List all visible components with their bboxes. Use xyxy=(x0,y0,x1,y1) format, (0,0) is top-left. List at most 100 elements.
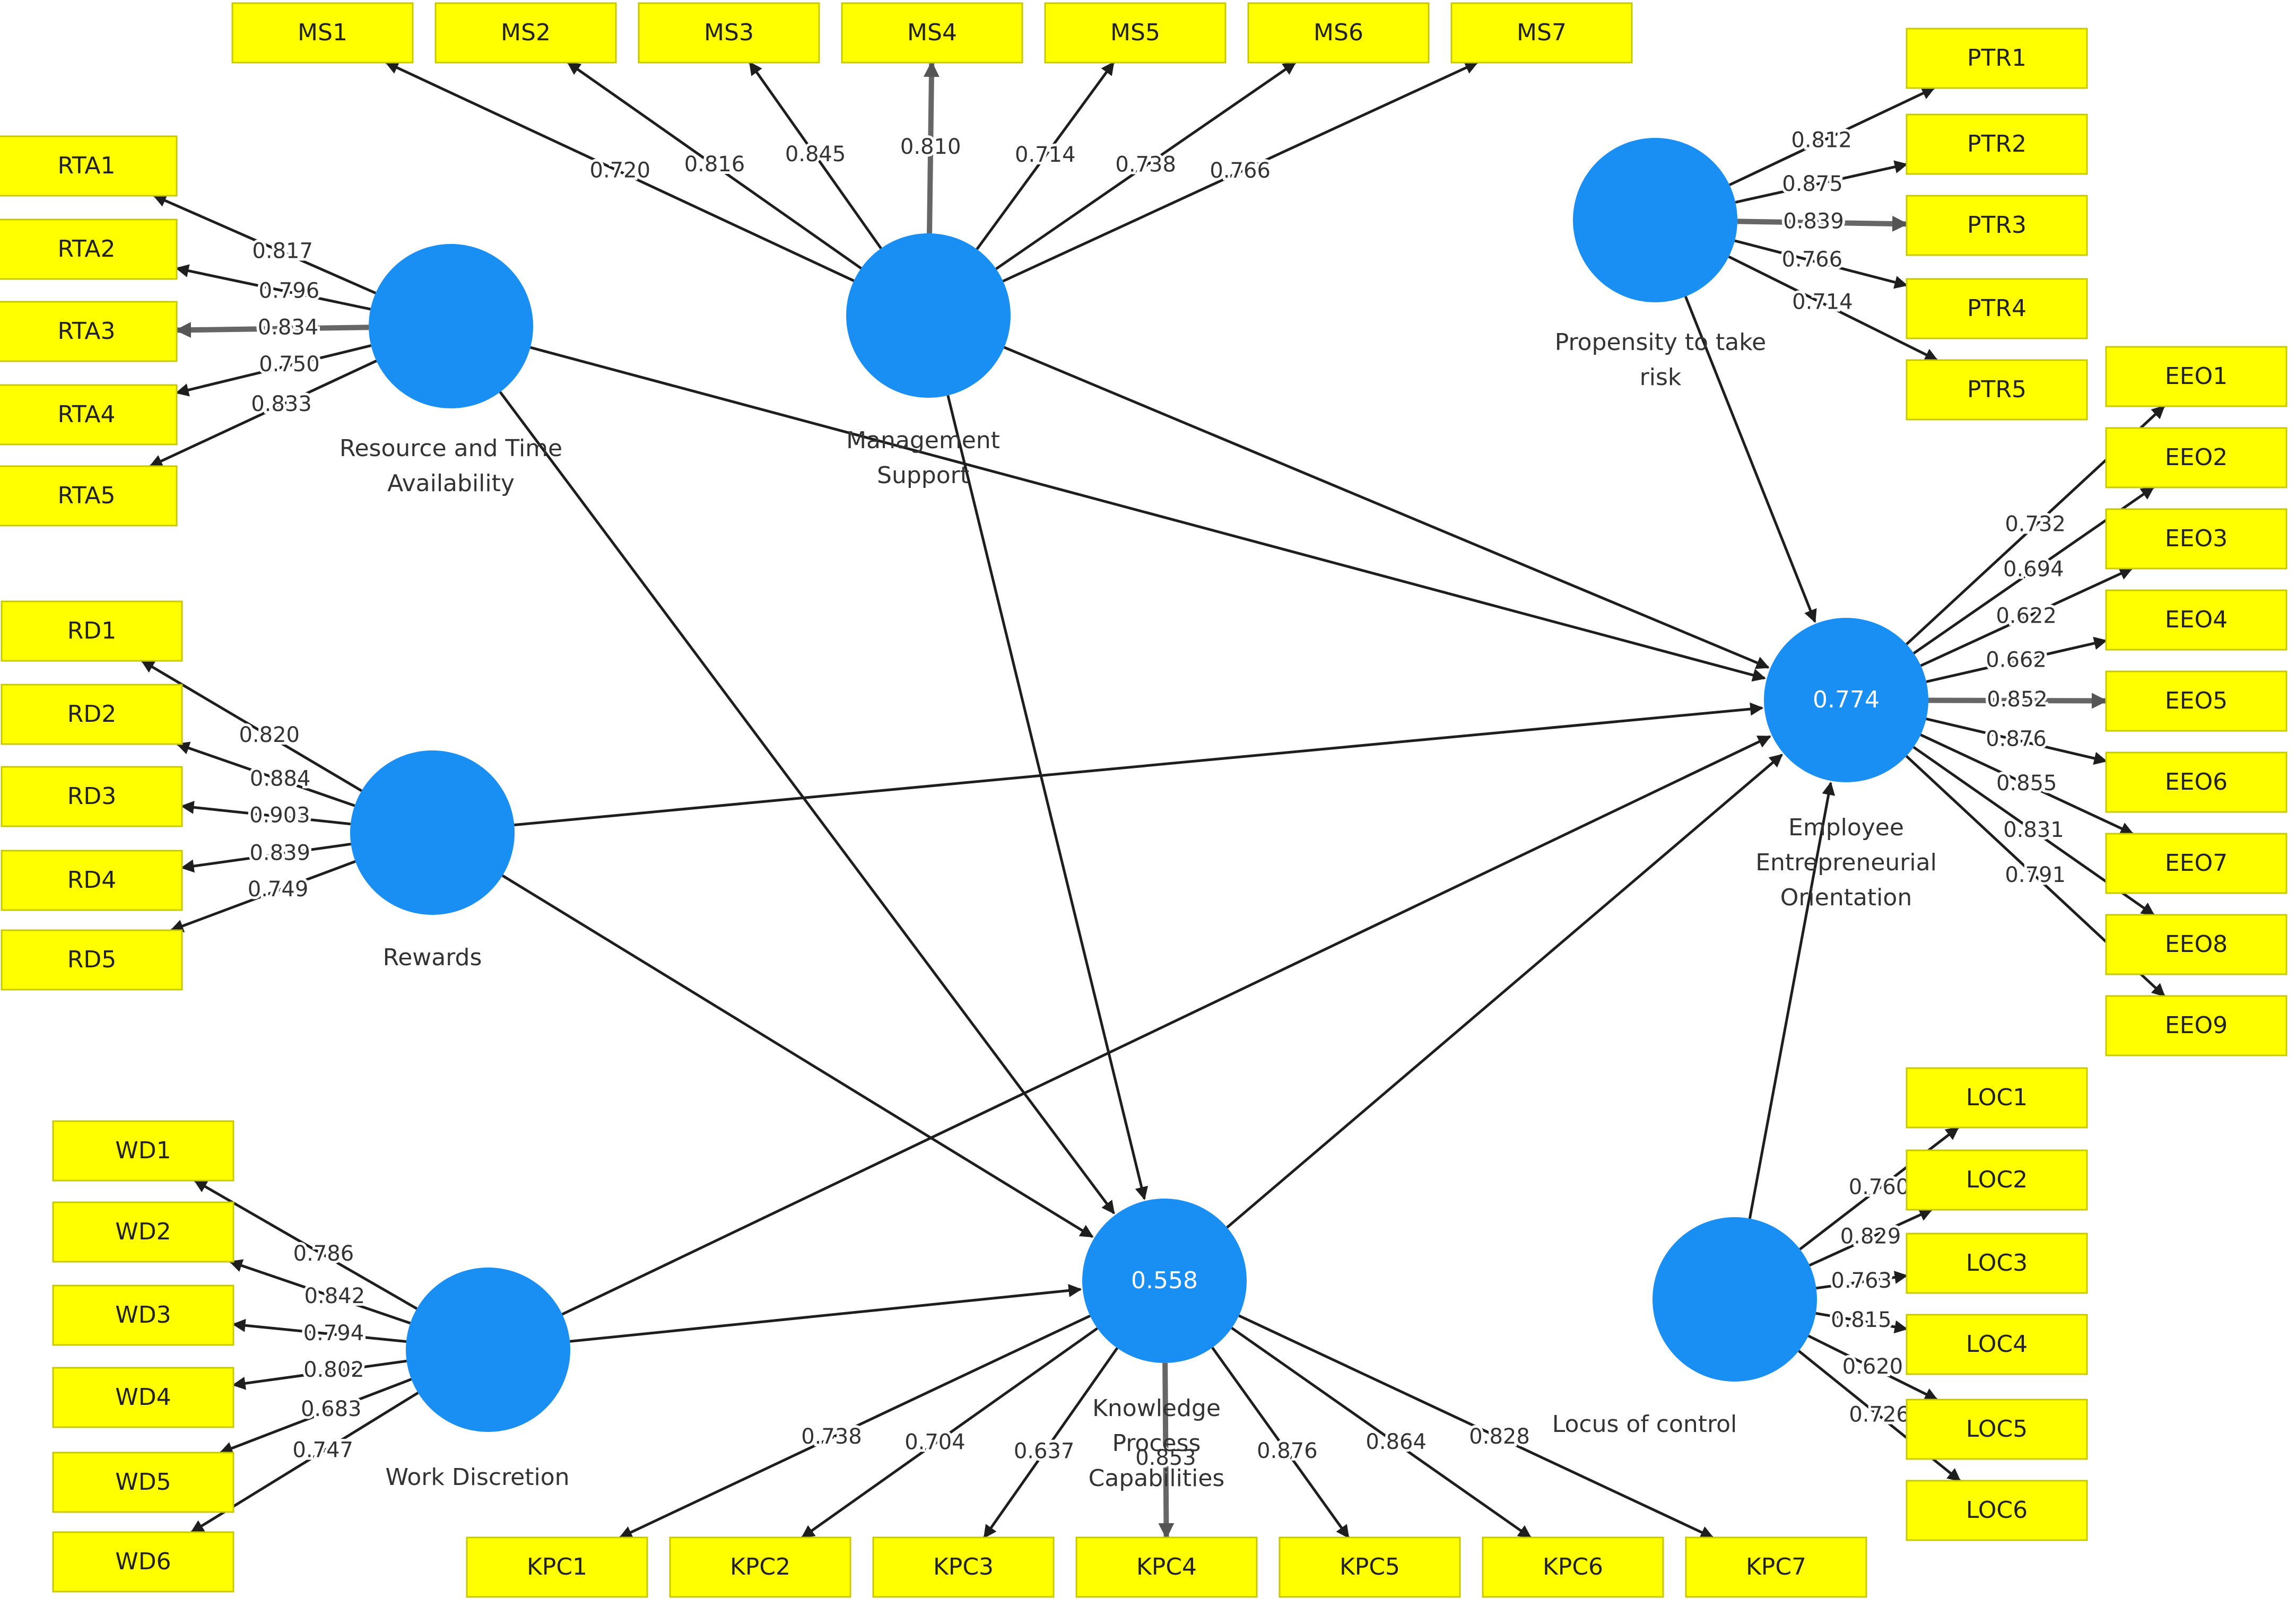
loading-edge-rta4 xyxy=(175,344,371,397)
indicator-box xyxy=(0,135,178,197)
loading-label-ms7: 0.766 xyxy=(1210,159,1271,183)
loading-edge-ms7 xyxy=(1002,61,1479,283)
indicator-rd2[interactable]: RD2 xyxy=(1,684,183,745)
indicator-loc2[interactable]: LOC2 xyxy=(1906,1149,2088,1211)
loading-label-loc1: 0.760 xyxy=(1849,1175,1910,1200)
loading-edge-loc5 xyxy=(1807,1334,1938,1401)
indicator-box xyxy=(872,1536,1055,1598)
indicator-loc5[interactable]: LOC5 xyxy=(1906,1399,2088,1460)
indicator-wd3[interactable]: WD3 xyxy=(52,1285,234,1346)
path-rta-to-eeo xyxy=(530,346,1766,682)
indicator-rta1[interactable]: RTA1 xyxy=(0,135,178,197)
indicator-rta4[interactable]: RTA4 xyxy=(0,384,178,445)
indicator-box xyxy=(1906,195,2088,256)
indicator-box xyxy=(841,2,1023,64)
construct-rd[interactable]: Rewards xyxy=(350,750,515,971)
indicator-ptr3[interactable]: PTR3 xyxy=(1906,195,2088,256)
indicator-ptr4[interactable]: PTR4 xyxy=(1906,278,2088,339)
indicator-label: KPC2 xyxy=(730,1553,790,1580)
indicator-ms2[interactable]: MS2 xyxy=(434,2,617,64)
indicator-label: LOC1 xyxy=(1966,1084,2028,1111)
indicator-label: EEO4 xyxy=(2165,606,2228,633)
indicator-eeo1[interactable]: EEO1 xyxy=(2105,346,2288,407)
indicator-ptr5[interactable]: PTR5 xyxy=(1906,359,2088,421)
indicator-label: EEO5 xyxy=(2165,687,2228,714)
indicator-rd3[interactable]: RD3 xyxy=(1,766,183,827)
indicator-label: PTR5 xyxy=(1967,376,2027,403)
indicator-box xyxy=(52,1285,234,1346)
indicator-kpc2[interactable]: KPC2 xyxy=(669,1536,851,1598)
indicator-rta2[interactable]: RTA2 xyxy=(0,219,178,280)
indicator-ms6[interactable]: MS6 xyxy=(1247,2,1430,64)
loading-edge-ms2 xyxy=(567,61,862,269)
indicator-rta3[interactable]: RTA3 xyxy=(0,301,178,362)
indicator-label: RD1 xyxy=(67,617,116,644)
indicator-box xyxy=(1906,113,2088,175)
indicator-eeo4[interactable]: EEO4 xyxy=(2105,589,2288,651)
loading-edge-rd1 xyxy=(141,659,362,792)
loading-edge-loc1 xyxy=(1799,1126,1960,1251)
indicator-kpc1[interactable]: KPC1 xyxy=(466,1536,648,1598)
loading-label-rd1: 0.820 xyxy=(239,723,300,747)
loading-label-rta3: 0.834 xyxy=(258,315,319,339)
indicator-rta5[interactable]: RTA5 xyxy=(0,465,178,527)
indicator-rd4[interactable]: RD4 xyxy=(1,850,183,911)
loading-edge-ms1 xyxy=(385,61,855,282)
indicator-loc3[interactable]: LOC3 xyxy=(1906,1233,2088,1294)
indicator-ptr1[interactable]: PTR1 xyxy=(1906,28,2088,89)
path-rd-to-eeo xyxy=(514,702,1764,827)
indicator-rd5[interactable]: RD5 xyxy=(1,929,183,991)
indicator-eeo9[interactable]: EEO9 xyxy=(2105,995,2288,1056)
indicator-kpc5[interactable]: KPC5 xyxy=(1279,1536,1461,1598)
loading-edge-rta2 xyxy=(175,264,371,311)
indicator-label: RTA5 xyxy=(58,482,116,509)
indicator-ms7[interactable]: MS7 xyxy=(1450,2,1633,64)
loading-label-loc6: 0.726 xyxy=(1849,1403,1910,1427)
loading-edge-ptr2 xyxy=(1735,160,1908,204)
loading-label-ms4: 0.810 xyxy=(900,135,961,159)
indicator-kpc7[interactable]: KPC7 xyxy=(1685,1536,1867,1598)
indicator-ms3[interactable]: MS3 xyxy=(638,2,820,64)
indicator-kpc3[interactable]: KPC3 xyxy=(872,1536,1055,1598)
indicator-ms4[interactable]: MS4 xyxy=(841,2,1023,64)
indicator-label: MS2 xyxy=(501,19,551,46)
indicator-wd1[interactable]: WD1 xyxy=(52,1120,234,1182)
indicator-ptr2[interactable]: PTR2 xyxy=(1906,113,2088,175)
loading-label-ptr4: 0.766 xyxy=(1782,248,1843,272)
indicator-loc1[interactable]: LOC1 xyxy=(1906,1067,2088,1129)
indicator-eeo7[interactable]: EEO7 xyxy=(2105,833,2288,894)
construct-caption: Work Discretion xyxy=(385,1464,569,1491)
indicator-eeo6[interactable]: EEO6 xyxy=(2105,752,2288,813)
indicator-eeo8[interactable]: EEO8 xyxy=(2105,914,2288,975)
indicator-wd4[interactable]: WD4 xyxy=(52,1367,234,1428)
indicator-eeo5[interactable]: EEO5 xyxy=(2105,670,2288,732)
indicator-eeo2[interactable]: EEO2 xyxy=(2105,427,2288,488)
indicator-rd1[interactable]: RD1 xyxy=(1,600,183,662)
loading-label-wd4: 0.802 xyxy=(303,1358,364,1382)
indicator-loc6[interactable]: LOC6 xyxy=(1906,1480,2088,1541)
indicator-loc4[interactable]: LOC4 xyxy=(1906,1314,2088,1375)
indicator-box xyxy=(0,219,178,280)
loading-edge-rta1 xyxy=(153,194,377,294)
indicator-wd5[interactable]: WD5 xyxy=(52,1452,234,1513)
loading-edge-loc2 xyxy=(1809,1208,1933,1267)
indicator-box xyxy=(1906,278,2088,339)
indicator-eeo3[interactable]: EEO3 xyxy=(2105,508,2288,570)
indicator-ms1[interactable]: MS1 xyxy=(231,2,414,64)
loading-label-wd3: 0.794 xyxy=(303,1321,364,1345)
indicator-kpc6[interactable]: KPC6 xyxy=(1482,1536,1664,1598)
indicator-box xyxy=(1906,1149,2088,1211)
construct-wd[interactable]: Work Discretion xyxy=(385,1268,570,1491)
indicator-ms5[interactable]: MS5 xyxy=(1044,2,1227,64)
indicator-box xyxy=(1906,1399,2088,1460)
construct-loc[interactable]: Locus of control xyxy=(1552,1217,1817,1438)
indicator-wd6[interactable]: WD6 xyxy=(52,1531,234,1593)
indicator-wd2[interactable]: WD2 xyxy=(52,1201,234,1263)
indicator-kpc4[interactable]: KPC4 xyxy=(1075,1536,1258,1598)
